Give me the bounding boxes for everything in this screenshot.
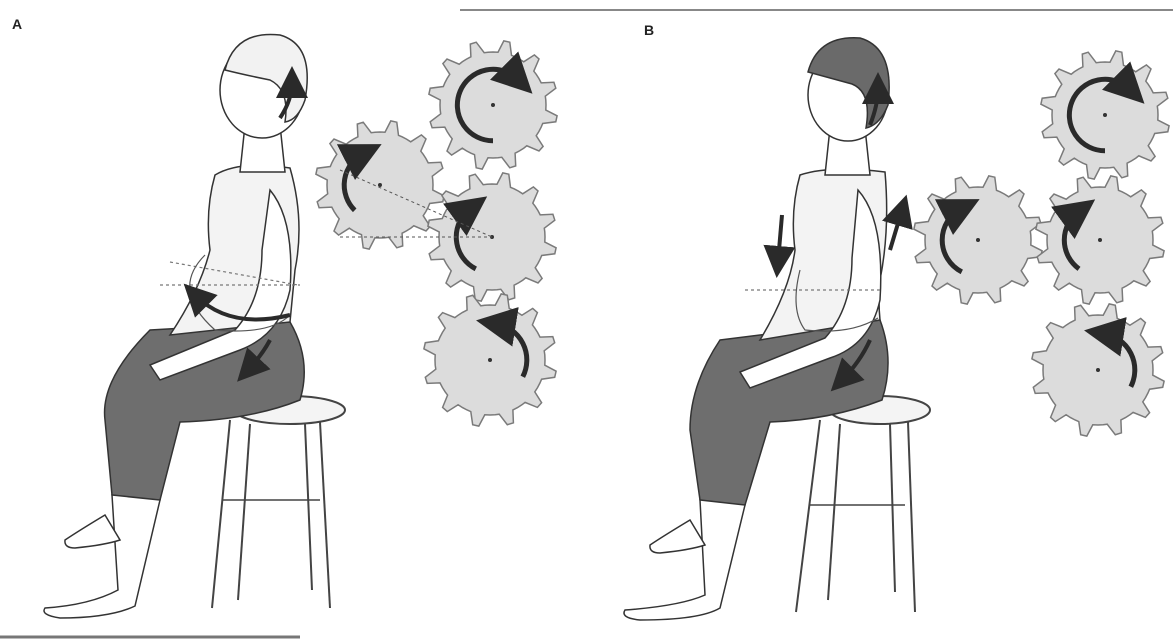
gear-b-left-hub: [976, 238, 980, 242]
gear-b-bottom-hub: [1096, 368, 1100, 372]
chest-down-arrow-b: [778, 215, 782, 262]
lower-leg-a: [44, 495, 160, 618]
gear-b-top-hub: [1103, 113, 1107, 117]
gear-b-middle-hub: [1098, 238, 1102, 242]
stool-a: [212, 396, 345, 608]
gears-a: [316, 41, 557, 426]
gears-b: [914, 51, 1169, 436]
gear-a-bottom-hub: [488, 358, 492, 362]
back-foot-a: [65, 515, 120, 548]
panel-b-figure: [624, 38, 930, 620]
panel-a-figure: [44, 34, 345, 618]
back-foot-b: [650, 520, 705, 553]
gear-a-top-hub: [491, 103, 495, 107]
lower-leg-b: [624, 500, 745, 620]
stool-b: [796, 396, 930, 612]
gear-a-left-hub: [378, 183, 382, 187]
back-up-arrow-b: [890, 210, 902, 250]
